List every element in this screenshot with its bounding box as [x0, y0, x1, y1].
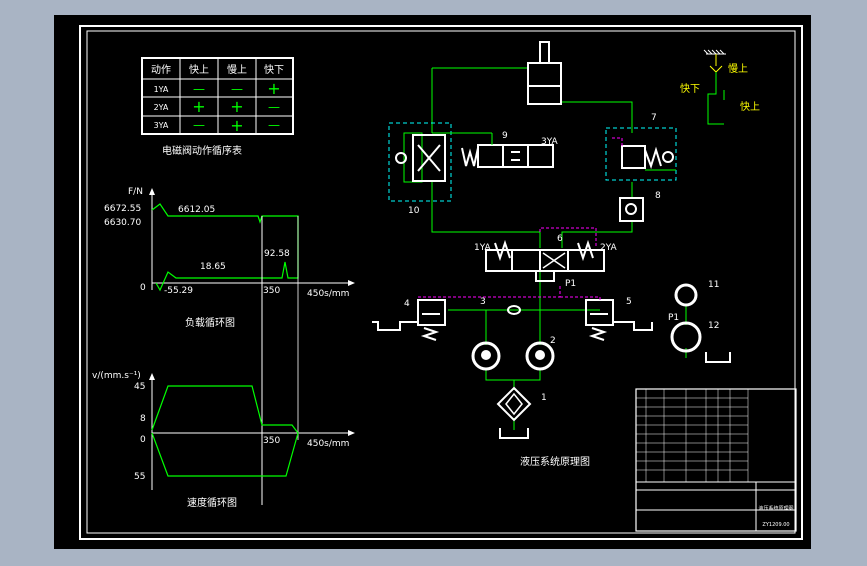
check-valve-3	[507, 305, 521, 315]
table-header-slow-up: 慢上	[227, 64, 247, 76]
table-header-fast-down: 快下	[264, 64, 284, 76]
label-2: 2	[550, 336, 556, 346]
load-ylabel: F/N	[128, 187, 143, 197]
title-block-drawing-number: ZY1209.00	[762, 522, 789, 528]
table-row-1ya-label: 1YA	[154, 85, 169, 94]
load-peak-right: 92.58	[264, 249, 290, 259]
speed-y-mid: 8	[140, 414, 146, 424]
label-2ya: 2YA	[600, 243, 618, 253]
label-10: 10	[408, 206, 420, 216]
speed-y-zero: 0	[140, 435, 146, 445]
drawing-inner-frame	[86, 30, 796, 534]
speed-x-mark: 350	[263, 436, 280, 446]
hydraulic-schematic: 慢上 快下 快上	[372, 41, 760, 439]
speed-cycle-chart: v/(mm.s⁻¹) 45 8 0 55 350 450s/mm 速度循环图	[92, 371, 355, 509]
load-x-mark: 350	[263, 286, 280, 296]
label-11: 11	[708, 280, 719, 290]
label-8: 8	[655, 191, 661, 201]
load-caption: 负载循环图	[185, 316, 235, 329]
table-header-action: 动作	[151, 64, 171, 76]
hydraulic-caption: 液压系统原理图	[520, 455, 590, 468]
label-7: 7	[651, 113, 657, 123]
mech-fast-down: 快下	[680, 83, 700, 95]
speed-ylabel: v/(mm.s⁻¹)	[92, 371, 141, 381]
valve-10-port-icon	[395, 152, 407, 164]
label-3: 3	[480, 297, 486, 307]
mech-slow-up: 慢上	[728, 63, 748, 75]
table-cell: —	[231, 82, 243, 96]
table-cell: —	[193, 118, 205, 132]
valve-10-body	[412, 134, 446, 182]
load-x-end: 450s/mm	[307, 289, 349, 299]
action-table: 动作 快上 慢上 快下 1YA — — + 2YA + + — 3YA — + …	[141, 57, 294, 157]
label-9: 9	[502, 131, 508, 141]
motion-sketch: 慢上 快下 快上	[680, 49, 760, 125]
label-12: 12	[708, 321, 719, 331]
load-cycle-chart: F/N 6672.55 6630.70 6612.05 18.65 92.58 …	[104, 187, 355, 505]
filter-icon	[496, 386, 532, 422]
valve-4	[372, 299, 446, 341]
speed-x-end: 450s/mm	[307, 439, 349, 449]
solenoid-valve-9	[432, 132, 554, 168]
action-table-caption: 电磁阀动作循序表	[162, 144, 242, 157]
table-cell: —	[193, 82, 205, 96]
load-low-level: 18.65	[200, 262, 226, 272]
label-p1-right: P1	[668, 313, 679, 323]
title-block-drawing-title: 液压系统原理图	[758, 505, 793, 512]
label-4: 4	[404, 299, 410, 309]
table-row-3ya-label: 3YA	[154, 121, 169, 130]
table-cell: +	[230, 116, 243, 135]
pump-left-icon	[471, 341, 501, 371]
table-cell: +	[192, 97, 205, 116]
load-origin: 0	[140, 283, 146, 293]
valve-10-outline	[388, 122, 452, 202]
speed-curve	[151, 385, 299, 477]
table-cell: —	[268, 100, 280, 114]
table-row-2ya-label: 2YA	[154, 103, 169, 112]
mech-fast-up: 快上	[740, 101, 760, 113]
label-1: 1	[541, 393, 547, 403]
hydraulic-labels: 3YA 9 10 7 8 6 1YA 2YA P1 P1 4 3 5 2 1 1…	[404, 113, 719, 468]
speed-y-top: 45	[134, 382, 145, 392]
valve-7-outline	[605, 127, 677, 181]
label-p1-center: P1	[565, 279, 576, 289]
hydraulic-cylinder	[527, 41, 562, 105]
pump-right-icon	[525, 341, 555, 371]
load-peak-b: 6630.70	[104, 218, 141, 228]
speed-y-bottom: 55	[134, 472, 145, 482]
load-plateau: 6612.05	[178, 205, 215, 215]
valve-7-body	[621, 145, 646, 169]
load-peak-a: 6672.55	[104, 204, 141, 214]
load-negative: -55.29	[164, 286, 193, 296]
check-valve-8	[619, 197, 644, 222]
table-cell: —	[268, 118, 280, 132]
motor-12-icon	[670, 321, 702, 353]
table-cell: +	[267, 79, 280, 98]
table-cell: +	[230, 97, 243, 116]
drawing-frame	[79, 25, 803, 540]
gauge-11-icon	[674, 283, 698, 307]
label-3ya: 3YA	[541, 137, 559, 147]
directional-valve-6	[485, 227, 605, 282]
label-1ya: 1YA	[474, 243, 492, 253]
title-block: 液压系统原理图 ZY1209.00	[635, 388, 797, 532]
label-5: 5	[626, 297, 632, 307]
label-6: 6	[557, 234, 563, 244]
table-header-fast-up: 快上	[189, 64, 209, 76]
speed-caption: 速度循环图	[187, 496, 237, 509]
